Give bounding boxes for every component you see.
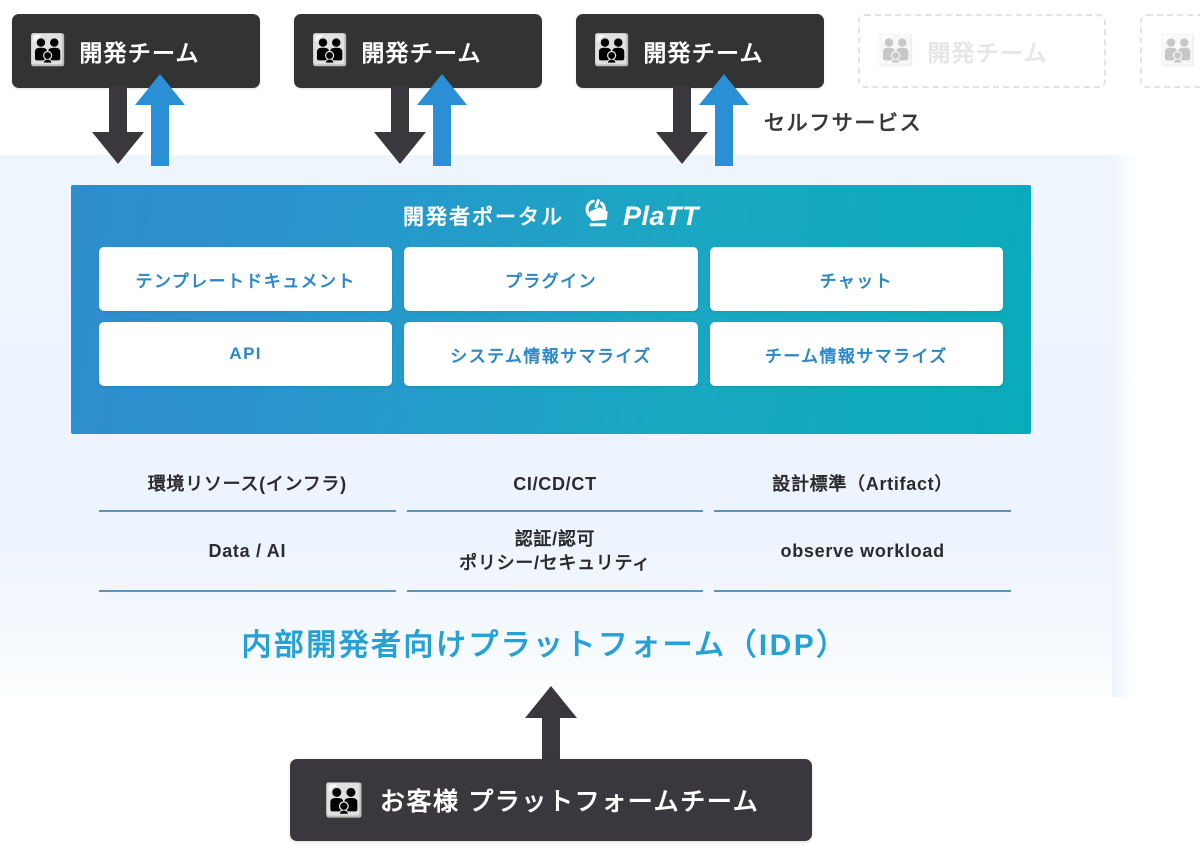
brand-name: PlaTT [622, 200, 699, 231]
people-icon: 👪 [1159, 34, 1197, 67]
portal-card-chat[interactable]: チャット [709, 247, 1003, 311]
people-icon: 👪 [877, 34, 915, 67]
up-arrow-2 [416, 74, 468, 166]
team-box-ghost-4: 👪 開発チーム [858, 14, 1106, 88]
capability-observe-workload: observe workload [714, 512, 1011, 592]
customer-platform-team-box[interactable]: 👪 お客様 プラットフォームチーム [290, 759, 812, 841]
idp-title: 内部開発者向けプラットフォーム（IDP） [241, 629, 849, 662]
capability-auth-label: 認証/認可 [514, 528, 596, 549]
up-arrow-1 [134, 74, 186, 166]
hand-press-button-icon [580, 197, 614, 236]
portal-card-team-info-summary[interactable]: チーム情報サマライズ [709, 322, 1003, 386]
team-label: 開発チーム [361, 40, 482, 66]
bottom-up-arrow [524, 686, 578, 768]
down-arrow-3 [654, 86, 710, 166]
portal-title: 開発者ポータル [402, 206, 564, 229]
people-icon: 👪 [29, 34, 67, 67]
team-label: 開発チーム [927, 40, 1048, 66]
customer-team-label: お客様 プラットフォームチーム [379, 788, 760, 816]
team-label: 開発チーム [79, 40, 200, 66]
capability-grid: 環境リソース(インフラ) CI/CD/CT 設計標準（Artifact） Dat… [99, 458, 1011, 592]
people-icon: 👪 [593, 34, 631, 67]
portal-header: 開発者ポータル PlaTT [71, 185, 1031, 247]
team-box-3[interactable]: 👪 開発チーム [576, 14, 824, 88]
self-service-label: セルフサービス [764, 112, 923, 135]
capability-policy-security-label: ポリシー/セキュリティ [459, 553, 651, 573]
capability-cicd: CI/CD/CT [406, 458, 704, 512]
down-arrow-1 [90, 86, 146, 166]
team-box-2[interactable]: 👪 開発チーム [294, 14, 542, 88]
team-box-ghost-5: 👪 [1140, 14, 1200, 88]
capability-auth-policy: 認証/認可 ポリシー/セキュリティ [406, 512, 704, 592]
people-icon: 👪 [324, 782, 364, 818]
team-box-1[interactable]: 👪 開発チーム [12, 14, 260, 88]
down-arrow-2 [372, 86, 428, 166]
up-arrow-3 [698, 74, 750, 166]
team-label: 開発チーム [643, 40, 764, 66]
developer-portal-band: 開発者ポータル PlaTT テンプレートドキュメント プラグイン チャット AP… [71, 185, 1031, 434]
capability-observe-label: observe workload [780, 540, 945, 561]
portal-card-system-info-summary[interactable]: システム情報サマライズ [404, 322, 698, 386]
capability-data-ai-label: Data / AI [208, 540, 287, 561]
capability-design-standard: 設計標準（Artifact） [714, 458, 1011, 512]
capability-infrastructure: 環境リソース(インフラ) [99, 458, 396, 512]
portal-card-grid: テンプレートドキュメント プラグイン チャット API システム情報サマライズ … [71, 247, 1031, 386]
capability-data-ai: Data / AI [99, 512, 396, 592]
platt-brand: PlaTT [580, 197, 699, 236]
portal-card-api[interactable]: API [99, 322, 393, 386]
people-icon: 👪 [311, 34, 349, 67]
portal-card-template-document[interactable]: テンプレートドキュメント [99, 247, 393, 311]
portal-card-plugin[interactable]: プラグイン [404, 247, 698, 311]
